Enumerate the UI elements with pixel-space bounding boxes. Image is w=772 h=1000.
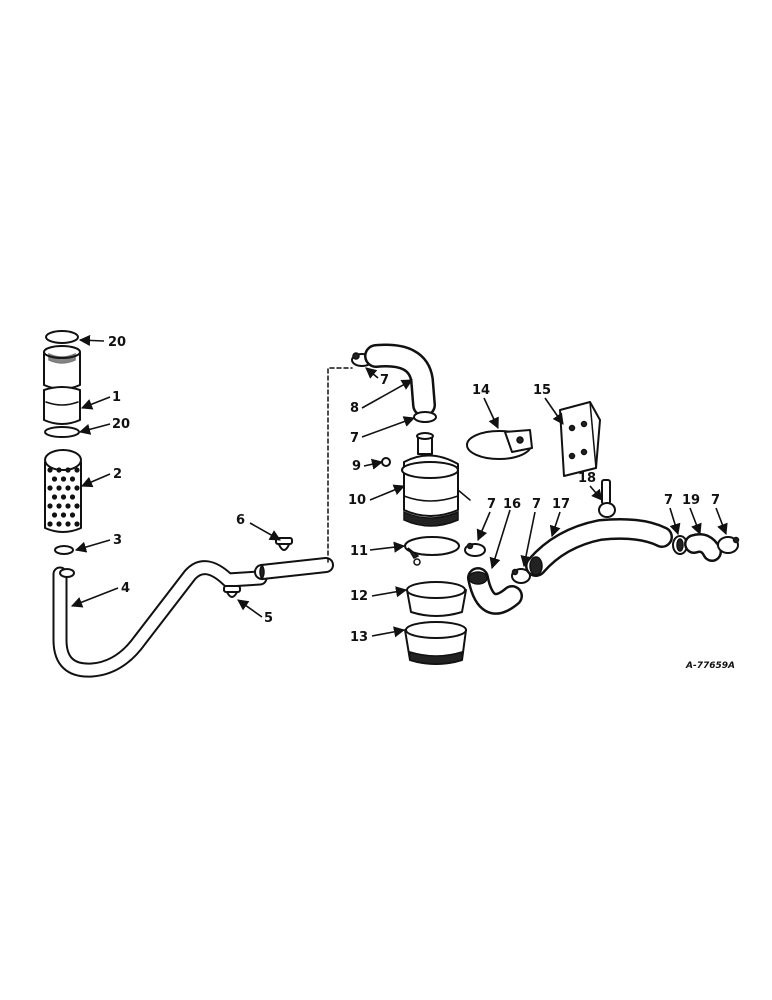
leader-lines	[70, 334, 728, 638]
part-7-clamp-cleaner-outlet	[464, 542, 486, 557]
screen-perforation	[69, 494, 76, 500]
dashed-connector-line	[327, 367, 353, 563]
drawing-reference-number: A-77659A	[685, 661, 735, 671]
screen-perforation	[47, 467, 53, 473]
callout-labels: 20 1 20 2 3 4 5 6 7 8 7 9 10 11 12 13 14…	[108, 335, 720, 645]
screen-perforation	[51, 476, 58, 482]
callout-4: 4	[121, 581, 130, 596]
part-3-gasket	[54, 545, 74, 555]
callout-8: 8	[350, 401, 359, 416]
screen-perforation	[65, 467, 71, 473]
callout-9: 9	[352, 459, 361, 474]
screen-perforation	[74, 503, 80, 509]
part-7-clamp-elbow	[511, 568, 531, 584]
screen-perforation	[47, 521, 53, 527]
screen-perforation	[60, 512, 67, 518]
screen-perforation	[51, 512, 58, 518]
callout-20-top: 20	[108, 335, 126, 350]
part-4-intake-tube	[52, 560, 268, 678]
callout-18: 18	[578, 471, 596, 486]
callout-16: 16	[503, 497, 521, 512]
screen-perforation	[65, 503, 71, 509]
screen-perforation	[56, 467, 62, 473]
part-9-fitting	[381, 457, 391, 467]
part-17-long-hose	[525, 517, 673, 577]
screen-perforation	[47, 503, 53, 509]
callout-20-bottom: 20	[112, 417, 130, 432]
part-7-clamp-mid	[413, 411, 437, 423]
hose-connector-short	[254, 557, 334, 581]
callout-1: 1	[112, 390, 121, 405]
callout-11: 11	[350, 544, 368, 559]
part-10-air-cleaner-body	[401, 432, 471, 527]
screen-perforation	[69, 476, 76, 482]
callout-7-right-a: 7	[664, 493, 673, 508]
screen-perforation	[74, 485, 80, 491]
callout-7-top: 7	[380, 373, 389, 388]
callout-7-right-b: 7	[711, 493, 720, 508]
callout-2: 2	[113, 467, 122, 482]
callout-12: 12	[350, 589, 368, 604]
part-1-precleaner-body	[43, 345, 81, 425]
callout-7-mid: 7	[350, 431, 359, 446]
part-14-mounting-band	[466, 429, 533, 460]
part-8-elbow-hose	[364, 343, 436, 417]
part-13-bowl	[404, 621, 467, 665]
callout-10: 10	[348, 493, 366, 508]
part-11-band-clamp	[404, 536, 460, 566]
part-15-bracket	[559, 401, 601, 477]
callout-3: 3	[113, 533, 122, 548]
part-16-elbow	[467, 567, 523, 615]
screen-perforation	[56, 521, 62, 527]
screen-perforation	[51, 494, 58, 500]
callout-5: 5	[264, 611, 273, 626]
part-19-elbow-connector	[684, 533, 722, 562]
screen-perforation	[65, 521, 71, 527]
callout-17: 17	[552, 497, 570, 512]
part-2-perforated-screen	[44, 449, 82, 533]
screen-perforation	[65, 485, 71, 491]
callout-13: 13	[350, 630, 368, 645]
part-12-cup	[406, 581, 467, 617]
part-20-top-ring	[45, 330, 79, 344]
screen-perforation	[56, 485, 62, 491]
callout-6: 6	[236, 513, 245, 528]
screen-perforation	[69, 512, 76, 518]
screen-perforation	[74, 521, 80, 527]
part-5-clamp	[223, 585, 241, 598]
callout-7-cleaner: 7	[487, 497, 496, 512]
part-20-bottom-ring	[44, 426, 80, 438]
screen-perforation	[56, 503, 62, 509]
part-7-clamp-right-b	[717, 536, 740, 554]
screen-perforation	[60, 476, 67, 482]
screen-perforation	[47, 485, 53, 491]
callout-14: 14	[472, 383, 490, 398]
screen-perforation	[74, 467, 80, 473]
callout-7-elbow: 7	[532, 497, 541, 512]
callout-15: 15	[533, 383, 551, 398]
callout-19: 19	[682, 493, 700, 508]
screen-perforation	[60, 494, 67, 500]
